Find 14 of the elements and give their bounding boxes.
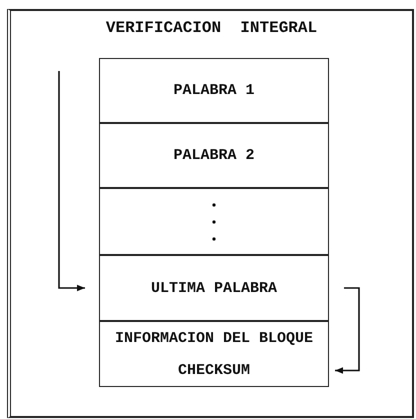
row-label: PALABRA 2 [173,147,254,164]
word-box [99,58,329,123]
row-label: PALABRA 1 [173,82,254,99]
row-label: ULTIMA PALABRA [150,280,278,296]
row-label: CHECKSUM [178,362,250,378]
row-label: INFORMACION DEL BLOQUE [114,330,314,346]
arrow [58,71,85,292]
word-box [99,255,329,321]
word-box [99,321,329,387]
arrow [335,287,360,374]
outer-frame [7,9,414,418]
frame-heading: VERIFICACION INTEGRAL [104,19,318,37]
word-box [99,123,329,188]
empty-row-box [99,188,329,255]
